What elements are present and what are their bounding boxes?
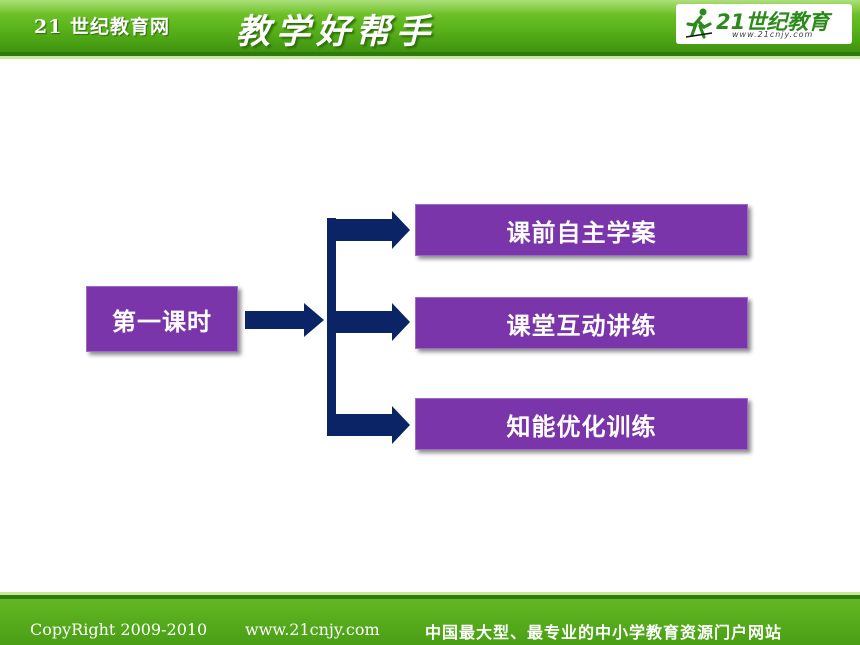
- header-divider-light: [0, 56, 860, 59]
- logo-url-text: www.21cnjy.com: [732, 30, 814, 39]
- branch-arrow-3: [327, 406, 410, 444]
- branch-node-training[interactable]: 知能优化训练: [415, 398, 748, 450]
- brand-logo[interactable]: 21世纪教育 www.21cnjy.com: [676, 4, 852, 44]
- branch-arrow-2: [327, 303, 410, 341]
- header-divider: [0, 52, 860, 56]
- footer-bar: [0, 599, 860, 645]
- footer-tagline: 中国最大型、最专业的中小学教育资源门户网站: [425, 623, 783, 642]
- main-arrow: [245, 303, 324, 337]
- main-node-first-lesson[interactable]: 第一课时: [86, 286, 238, 352]
- branch-arrow-1: [327, 211, 410, 249]
- runner-icon: [685, 8, 713, 39]
- footer-url-link[interactable]: www.21cnjy.com: [245, 620, 380, 639]
- header-shine: [0, 0, 860, 14]
- logo-brand-text: 21世纪教育: [716, 10, 830, 34]
- branch-node-interactive[interactable]: 课堂互动讲练: [415, 297, 748, 349]
- branch-node-preclass[interactable]: 课前自主学案: [415, 204, 748, 256]
- footer-divider: [0, 595, 860, 599]
- footer-copyright: CopyRight 2009-2010: [30, 620, 208, 639]
- footer-divider-light: [0, 592, 860, 595]
- header-slogan: 教学好帮手: [236, 12, 436, 52]
- site-name: 21 世纪教育网: [34, 16, 171, 38]
